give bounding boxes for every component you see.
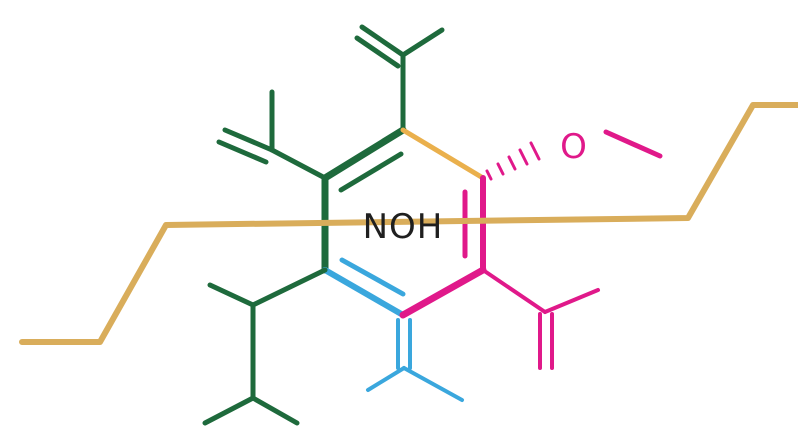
ring-bond-bottom-left-inner — [339, 257, 406, 297]
bond-ll-5 — [250, 395, 300, 426]
top-isopropenyl-group — [354, 24, 445, 133]
bond-ul-double-b — [216, 139, 269, 165]
bond-ll-4 — [202, 395, 256, 426]
ring-bond-bottom-right — [399, 266, 487, 319]
hash-2 — [496, 162, 505, 176]
center-atom-label: NOH — [363, 207, 444, 247]
ring-bond-top-left — [321, 126, 407, 182]
bond-lr-stem — [481, 268, 547, 314]
bond-lr-branch — [543, 288, 600, 314]
lower-left-isobutyl-group — [202, 267, 328, 426]
ring-bond-top-right — [400, 127, 486, 181]
bottom-isopropylidene-group — [366, 318, 464, 402]
bond-bottom-left — [366, 366, 406, 392]
hash-1 — [485, 169, 493, 181]
bond-o-methyl — [603, 129, 663, 159]
tan-zigzag-path — [19, 102, 798, 345]
bond-top-double-b — [354, 35, 401, 69]
lower-right-isopropenyl-group — [481, 268, 600, 370]
bond-top-double-a — [359, 24, 406, 58]
hash-3 — [507, 155, 517, 171]
bond-bottom-right — [402, 366, 464, 402]
bond-ul-stem — [269, 147, 328, 181]
bond-ll-2 — [207, 282, 256, 308]
ring-bonds — [321, 126, 487, 319]
ring-bond-bottom-left — [322, 267, 406, 318]
bond-top-right-branch — [400, 27, 445, 58]
ring-bond-top-left-inner — [338, 151, 404, 193]
bond-ll-1 — [250, 267, 328, 308]
bond-ul-double-a — [222, 127, 275, 153]
upper-left-isopropenyl-group — [216, 89, 328, 181]
methoxy-group: O — [485, 127, 663, 181]
hash-5 — [529, 141, 541, 161]
hash-4 — [518, 148, 529, 166]
oxygen-label: O — [560, 127, 588, 167]
